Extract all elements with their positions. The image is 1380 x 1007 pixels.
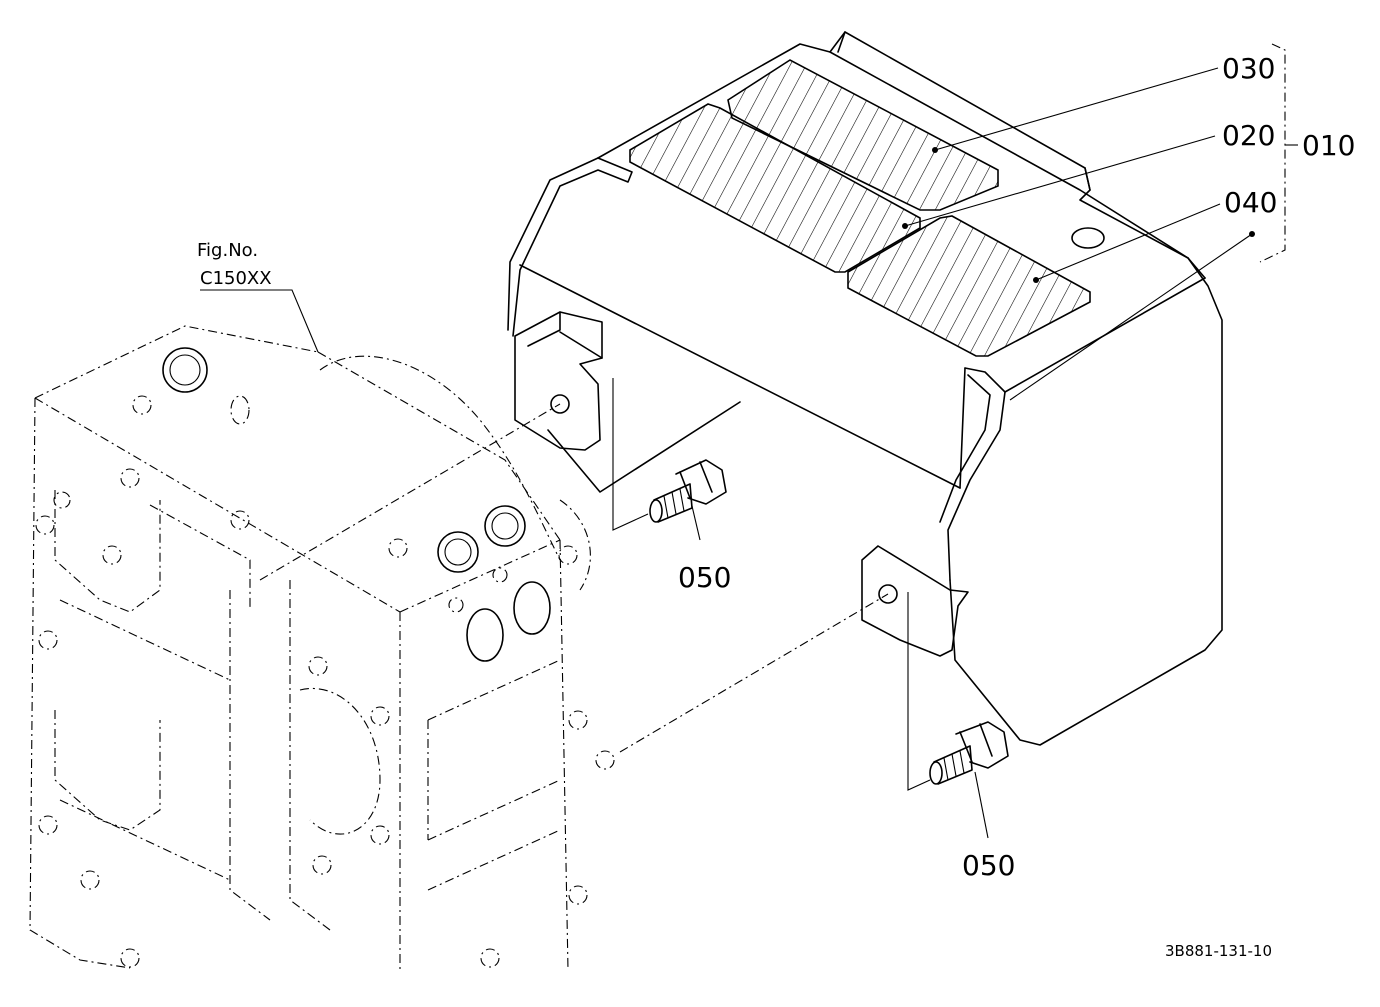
callout-020: 020 [1222, 119, 1275, 152]
callout-040: 040 [1224, 186, 1277, 219]
cover-left-wall [512, 157, 633, 337]
document-id: 3B881-131-10 [1165, 942, 1272, 960]
cover-front-face [949, 257, 1223, 746]
leader-lines [200, 67, 1255, 839]
fig-reference-label: Fig.No. [197, 240, 258, 261]
alignment-line-upper [259, 403, 561, 581]
cover-hole [1071, 227, 1105, 249]
label-020 [629, 103, 921, 273]
cover-right-wall [947, 367, 1006, 581]
transmission-case [29, 325, 615, 972]
callout-030: 030 [1222, 52, 1275, 85]
fig-reference-number: C150XX [200, 268, 272, 289]
bolt-050-lower [929, 721, 1009, 785]
callout-010: 010 [1302, 129, 1355, 162]
label-040 [847, 215, 1091, 357]
callout-050-upper: 050 [678, 561, 731, 594]
cover-top-face [597, 43, 1189, 259]
left-mounting-tab [514, 311, 603, 451]
bolt-050-upper [649, 459, 727, 523]
right-mounting-tab [861, 545, 969, 657]
callout-050-lower: 050 [962, 849, 1015, 882]
cover-assembly [507, 31, 1223, 746]
assembly-bracket [1259, 43, 1286, 263]
alignment-line-lower [619, 593, 889, 753]
